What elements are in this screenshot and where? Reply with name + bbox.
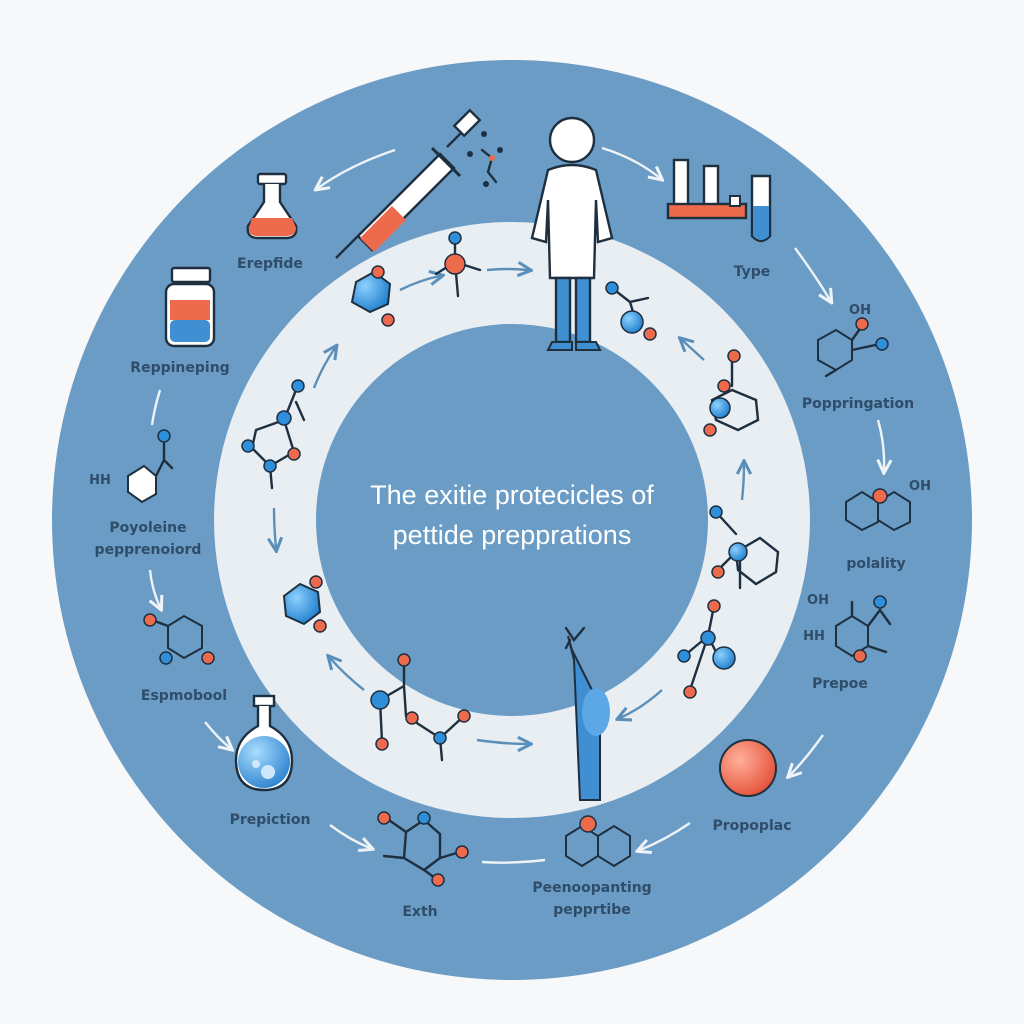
red-sphere-icon	[719, 739, 777, 797]
label-propoplac: Propoplac	[713, 818, 792, 834]
label-hh-left: HH	[89, 473, 111, 488]
molecule-polality	[845, 488, 911, 532]
label-type: Type	[734, 264, 771, 280]
molecule-6	[605, 281, 657, 341]
molecule-hh-left	[127, 429, 174, 504]
inner-arrows	[274, 269, 744, 744]
label-prepoe: Prepoe	[812, 676, 868, 692]
molecule-bottom-center	[565, 815, 631, 868]
molecule-7	[703, 349, 760, 437]
syringe-icon	[335, 108, 482, 259]
outer-arrows	[150, 146, 884, 864]
small-molecule-top	[467, 131, 503, 187]
label-peppreniord: pepprenoiord	[95, 542, 202, 558]
label-poyoleine: Poyoleine	[109, 520, 186, 536]
molecule-2	[434, 231, 482, 298]
reaching-figure-icon	[564, 626, 610, 801]
test-tubes-icon	[666, 158, 772, 243]
molecule-4	[282, 575, 327, 633]
label-espmobool: Espmobool	[141, 688, 227, 704]
label-prepition: Prepiction	[230, 812, 311, 828]
scientist-icon	[530, 116, 614, 351]
molecule-espmobool	[143, 613, 215, 665]
center-disc	[316, 324, 708, 716]
label-hh-right: HH	[803, 629, 825, 644]
label-erepfide: Erepfide	[237, 256, 303, 272]
label-exth: Exth	[402, 904, 437, 920]
diagram-title-line2: pettide prepprations	[393, 520, 632, 550]
label-peenoopanting: Peenoopanting	[532, 880, 651, 896]
round-flask-icon	[234, 694, 294, 792]
molecule-oh-right	[817, 317, 889, 378]
label-oh-right: OH	[909, 479, 931, 494]
molecule-hh-right	[835, 595, 892, 663]
label-poppringation: Poppringation	[802, 396, 914, 412]
flask-icon	[246, 172, 298, 240]
molecule-5	[370, 653, 471, 762]
label-reppineping: Reppineping	[130, 360, 229, 376]
vial-icon	[164, 266, 216, 348]
label-oh-right2: OH	[807, 593, 829, 608]
molecule-exth	[377, 811, 469, 887]
molecule-1	[350, 265, 395, 327]
label-oh-top-right: OH	[849, 303, 871, 318]
label-pepprtibe: pepprtibe	[553, 902, 630, 918]
molecule-3	[241, 379, 306, 490]
molecule-9	[677, 599, 736, 699]
label-polality: polality	[846, 556, 905, 572]
diagram-title-line1: The exitie protecicles of	[370, 480, 654, 510]
molecule-8	[709, 505, 780, 590]
